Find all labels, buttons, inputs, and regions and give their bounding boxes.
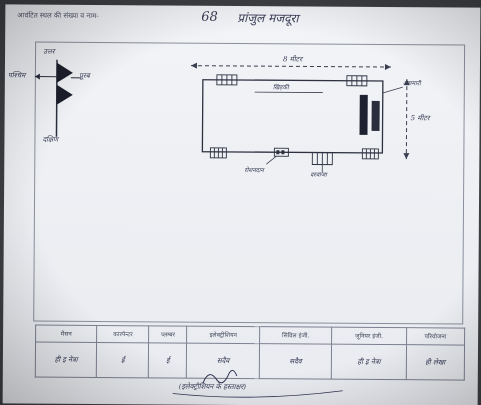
arrow-left-icon: [34, 73, 40, 80]
room-outline: [201, 79, 384, 154]
paper-sheet: आवंटित स्थल की संख्या व नाम- 68 प्रांजुल…: [2, 4, 481, 405]
side-dimension-line: [405, 79, 408, 160]
door-icon: [311, 152, 333, 166]
ventilator: [273, 147, 289, 157]
cupboard-block-2: [371, 100, 380, 131]
cupboard-pointer: [382, 86, 403, 94]
window-pointer: [266, 155, 277, 165]
bottom-window-right: [361, 148, 379, 160]
arrow-up-icon: [403, 79, 410, 86]
bottom-signature: (इलेक्ट्रीशियन के हस्ताक्षर): [178, 382, 247, 392]
top-window-right: [346, 75, 368, 87]
bottom-signature-scribble: [172, 369, 343, 398]
top-dimension-line: [190, 65, 391, 68]
site-plan-drawing: [34, 59, 410, 173]
cupboard-block-1: [359, 94, 368, 135]
arrow-right-icon: [384, 63, 391, 70]
bottom-window-left: [209, 147, 227, 159]
flag-icon: [56, 84, 73, 105]
top-window-left: [216, 74, 238, 86]
arrow-left-icon: [190, 62, 197, 69]
north-flag-icon: [56, 62, 73, 83]
arrow-down-icon: [403, 153, 410, 160]
